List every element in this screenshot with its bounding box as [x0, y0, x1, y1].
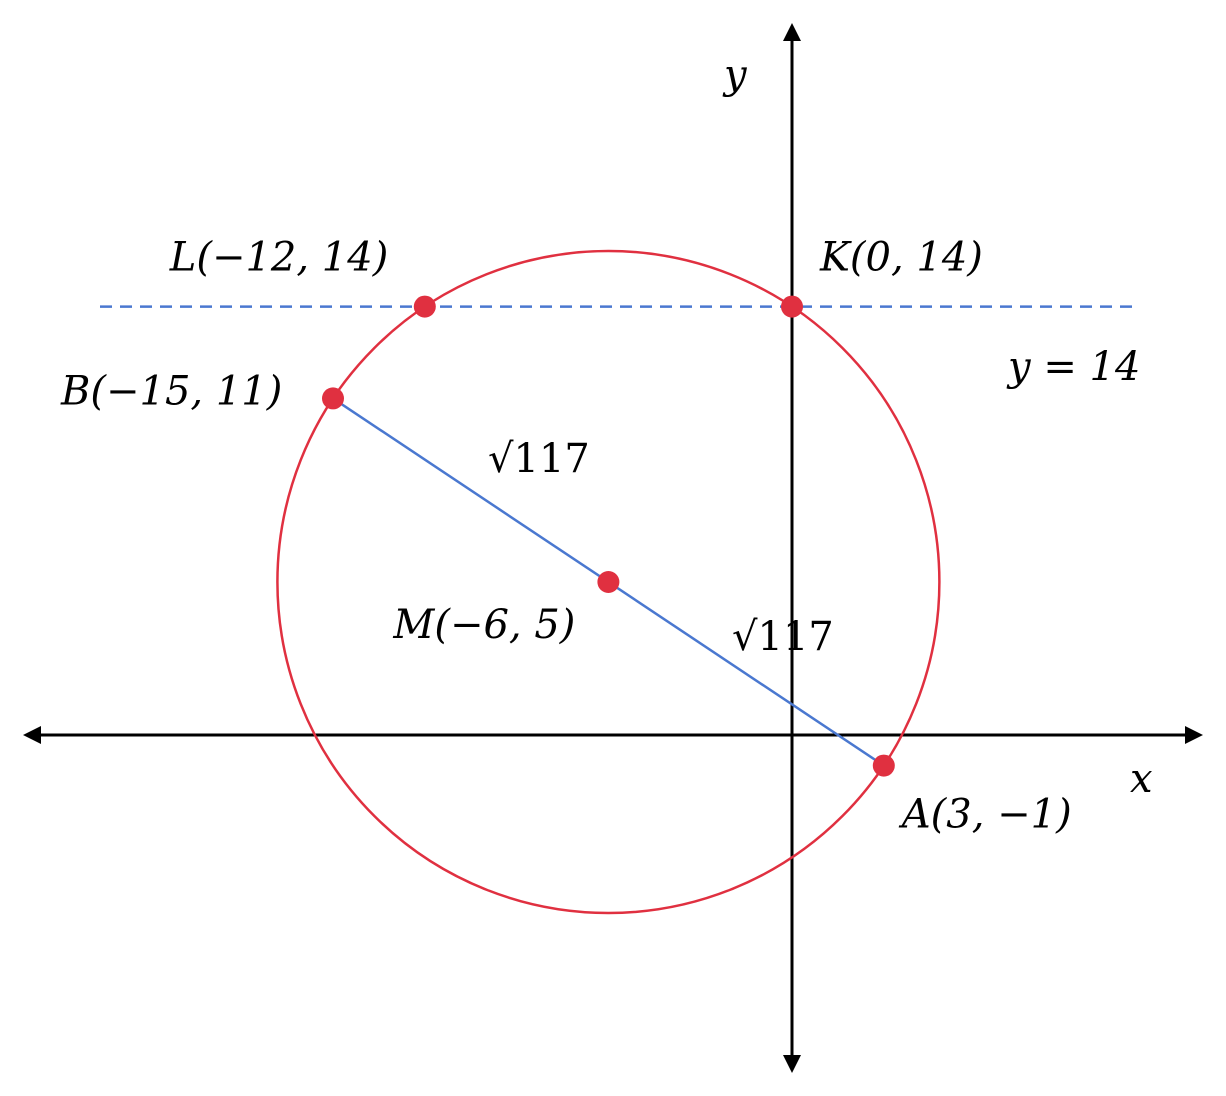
point-label-L: L(−12, 14) [169, 235, 389, 281]
segment-label-MA: √117 [732, 614, 834, 660]
line-equation-label: y = 14 [1006, 344, 1140, 390]
point-label-B: B(−15, 11) [60, 368, 282, 414]
point-label-M: M(−6, 5) [392, 602, 575, 648]
x-axis-label: x [1130, 756, 1153, 802]
point-M [597, 571, 620, 593]
y-axis-label: y [722, 52, 748, 98]
segment-label-BM: √117 [488, 436, 590, 482]
circle [276, 249, 941, 915]
point-label-A: A(3, −1) [898, 792, 1072, 838]
point-A [872, 754, 895, 777]
point-label-K: K(0, 14) [819, 235, 983, 281]
point-K [781, 295, 803, 318]
point-L [413, 295, 436, 318]
point-B [322, 387, 344, 410]
